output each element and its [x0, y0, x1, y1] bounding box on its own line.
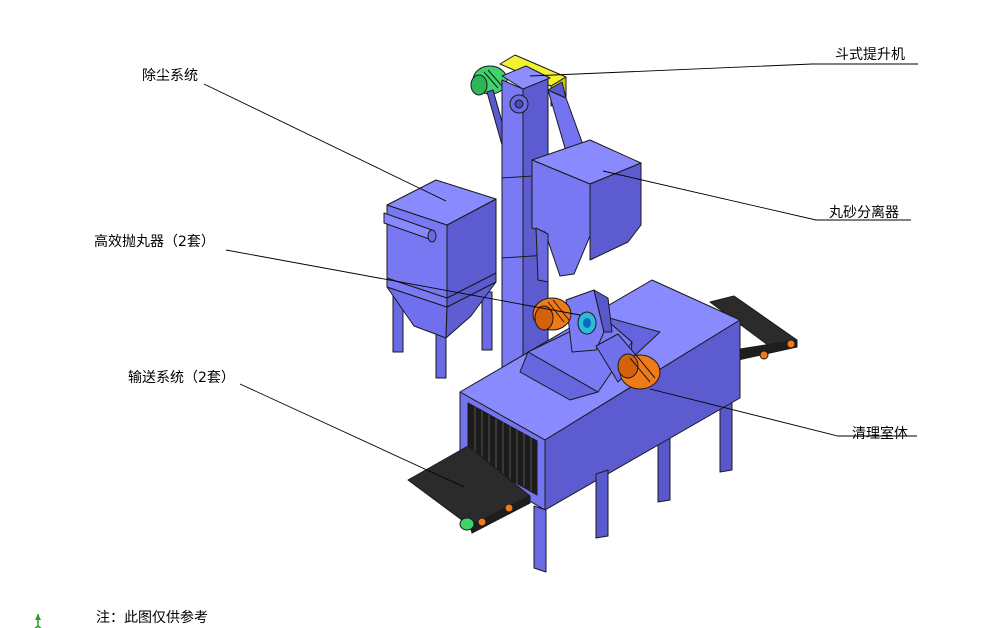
outfeed-roller	[759, 350, 769, 360]
head-pulley-hub	[514, 99, 524, 109]
infeed-drive	[459, 517, 475, 531]
roof-ridge-face	[519, 351, 599, 401]
blaster-2	[595, 333, 661, 390]
dust-collector	[383, 179, 497, 379]
chamber-leg	[533, 505, 547, 573]
label-bucket-elevator: 斗式提升机	[835, 47, 905, 63]
separator-spout	[535, 227, 549, 283]
footer-note: 注：此图仅供参考	[96, 609, 208, 626]
label-blaster: 高效抛丸器（2套）	[94, 233, 215, 250]
chamber	[459, 279, 741, 573]
bucket-elevator	[470, 54, 591, 393]
blaster-eye-center	[583, 318, 591, 328]
label-conveyor: 输送系统（2套）	[128, 370, 235, 386]
leader-bucket-elevator	[529, 63, 918, 77]
infeed-roller	[477, 517, 487, 527]
elevator-head-top	[501, 65, 551, 90]
blaster-motor-end	[534, 305, 554, 331]
leader-conveyor	[239, 383, 465, 488]
chamber-leg	[595, 469, 609, 539]
blaster-motor-end	[617, 353, 639, 379]
infeed-conveyor	[407, 445, 531, 534]
elevator-motor-end	[470, 74, 488, 96]
dust-leg	[481, 291, 493, 351]
dust-inlet-end	[427, 229, 437, 243]
leader-lines	[203, 63, 918, 488]
label-chamber: 清理室体	[852, 425, 908, 442]
chamber-curtain	[474, 407, 532, 491]
separator	[531, 139, 642, 283]
leader-separator	[602, 170, 911, 221]
label-separator: 丸砂分离器	[829, 204, 899, 221]
separator-side	[589, 162, 642, 261]
blaster-1	[532, 289, 613, 353]
axis-triad-icon	[34, 614, 42, 628]
leader-dust-system	[203, 83, 447, 202]
infeed-roller	[504, 503, 514, 513]
label-dust-system: 除尘系统	[142, 68, 198, 84]
leader-blaster	[225, 249, 581, 316]
leader-chamber	[649, 388, 917, 437]
elevator-mast-front	[501, 79, 524, 393]
outfeed-roller	[786, 339, 796, 349]
blaster-housing-side	[593, 289, 613, 333]
discharge-chute-side	[547, 81, 567, 99]
